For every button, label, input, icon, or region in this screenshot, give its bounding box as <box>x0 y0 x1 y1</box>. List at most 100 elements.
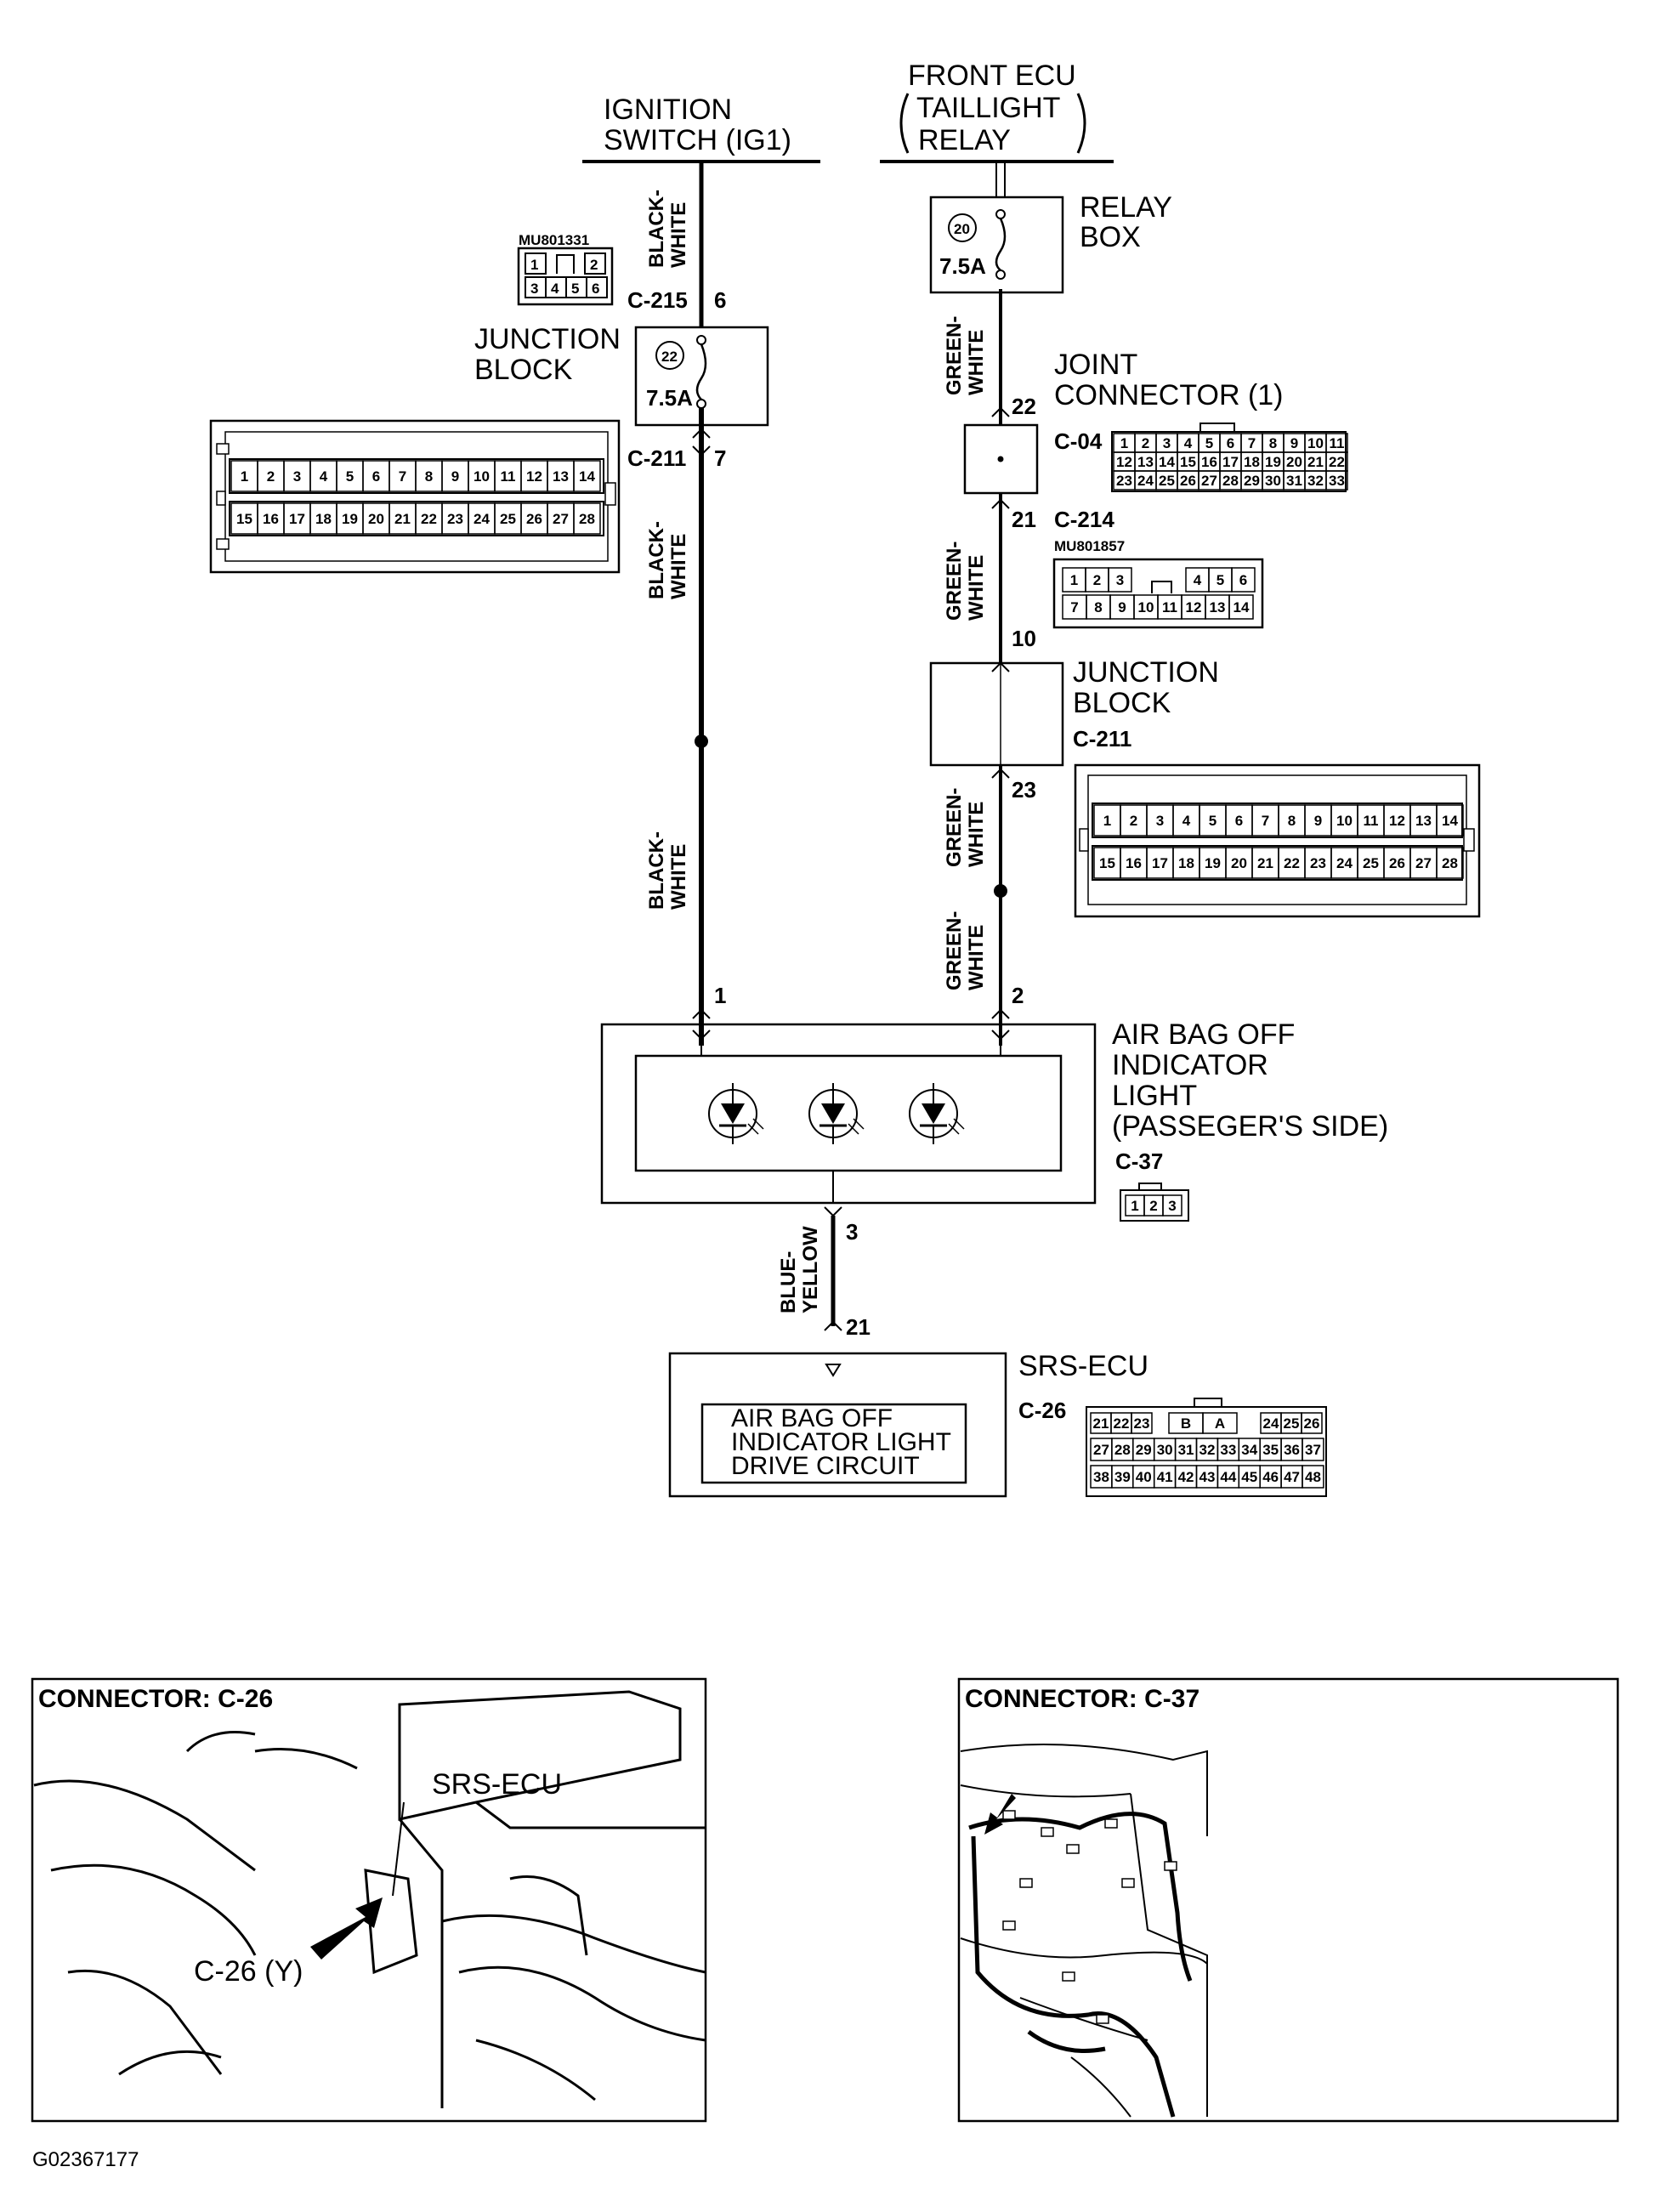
pin-21-srs: 21 <box>846 1314 871 1340</box>
c26-cell <box>1302 1438 1324 1461</box>
svg-text:GREEN-: GREEN- <box>943 911 966 990</box>
c211-left-pin-label: 9 <box>451 468 459 485</box>
airbag-indicator-outer <box>600 1023 1097 1205</box>
c211-left-pin-label: 15 <box>236 511 252 527</box>
c211-right-pin-label: 25 <box>1363 855 1379 871</box>
c04-pin-label: 20 <box>1286 454 1302 470</box>
junction-block-1 <box>634 326 769 427</box>
svg-text:GREEN-: GREEN- <box>943 542 966 621</box>
c214-pin-label: 9 <box>1118 599 1126 615</box>
junction-block-2-label-1: JUNCTION <box>1073 656 1219 689</box>
airbag-light-label-4: (PASSEGER'S SIDE) <box>1112 1110 1388 1143</box>
c214-pin-label: 10 <box>1138 599 1154 615</box>
c04-pin-label: 26 <box>1180 473 1196 489</box>
c26-pin-label: 32 <box>1199 1442 1215 1458</box>
c04-pin-label: 6 <box>1227 435 1234 451</box>
c211-left-pin-label: 8 <box>425 468 433 485</box>
c214-cell <box>1231 567 1256 593</box>
c211-left-pin-label: 19 <box>342 511 358 527</box>
c211-left-pin-label: 12 <box>526 468 542 485</box>
wire-label-blue-yellow: BLUE- YELLOW <box>777 1226 822 1313</box>
wire-label-black-white-2: BLACK- WHITE <box>645 521 690 599</box>
c211-right-pin-label: 27 <box>1415 855 1432 871</box>
c211-left-pin-label: 25 <box>500 511 516 527</box>
c26-pin-label: 23 <box>1134 1415 1150 1432</box>
joint-connector-label-1: JOINT <box>1054 349 1137 381</box>
c211-left-pin-label: 27 <box>553 511 569 527</box>
pin-3: 3 <box>846 1219 858 1245</box>
c214-pin-label: 1 <box>1070 572 1078 588</box>
wire-label-green-white-2: GREEN- WHITE <box>943 542 988 621</box>
c26-pin-label: B <box>1181 1415 1191 1432</box>
c04-pin-label: 16 <box>1201 454 1217 470</box>
c04-pin-label: 4 <box>1184 435 1193 451</box>
c211-right-pin-label: 2 <box>1130 813 1137 829</box>
c211-right-pin-label: 3 <box>1156 813 1164 829</box>
c211-right-pin-label: 17 <box>1152 855 1168 871</box>
photo-c26-header: CONNECTOR: C-26 <box>38 1685 273 1713</box>
pin-22: 22 <box>1012 394 1036 419</box>
figure-id: G02367177 <box>32 2148 139 2171</box>
c37-pin-label: 1 <box>1131 1198 1138 1214</box>
c26-pin-label: 26 <box>1304 1415 1320 1432</box>
c26-pin-label: 25 <box>1284 1415 1300 1432</box>
c26-pin-label: 31 <box>1178 1442 1194 1458</box>
c211-right-pin-label: 23 <box>1310 855 1326 871</box>
c04-pin-label: 25 <box>1159 473 1175 489</box>
fuse-20-rating: 7.5A <box>939 253 986 279</box>
c26-pin-label: 40 <box>1136 1469 1152 1485</box>
c211-right-pin-label: 20 <box>1231 855 1247 871</box>
c04-pin-label: 22 <box>1329 454 1345 470</box>
c214-pin-label: 13 <box>1210 599 1226 615</box>
wire-label-green-white-4: GREEN- WHITE <box>943 911 988 990</box>
wire-label-green-white-3: GREEN- WHITE <box>943 788 988 867</box>
c214-pin-label: 3 <box>1116 572 1124 588</box>
c26-pin-label: 47 <box>1284 1469 1300 1485</box>
c211-right-pin-label: 12 <box>1389 813 1405 829</box>
ignition-label-2: SWITCH (IG1) <box>604 124 791 156</box>
c26-cell <box>1131 1412 1153 1434</box>
c26-pin-label: 39 <box>1114 1469 1131 1485</box>
srs-inner-label-2: INDICATOR LIGHT <box>731 1428 951 1456</box>
c211-right-pin-label: 18 <box>1178 855 1194 871</box>
c211-right-pin-label: 21 <box>1257 855 1273 871</box>
c26-pin-label: 44 <box>1220 1469 1236 1485</box>
c214-pin-label: 12 <box>1186 599 1202 615</box>
c211-left-pin-label: 23 <box>447 511 463 527</box>
c211-left-pin-label: 18 <box>315 511 332 527</box>
c04-pin-label: 12 <box>1116 454 1132 470</box>
c214-pin-label: 4 <box>1194 572 1202 588</box>
c211-right-cell <box>1436 804 1464 837</box>
photo-panel-c37: CONNECTOR: C-37 <box>957 1677 1619 2123</box>
c214-label: C-214 <box>1054 507 1114 532</box>
svg-text:BLACK-: BLACK- <box>645 831 668 910</box>
c04-pin-label: 8 <box>1269 435 1277 451</box>
airbag-light-label-3: LIGHT <box>1112 1080 1197 1112</box>
svg-text:WHITE: WHITE <box>667 534 690 599</box>
c04-pin-label: 5 <box>1205 435 1213 451</box>
svg-text:1: 1 <box>530 257 538 273</box>
fuse-20-number: 20 <box>954 221 970 237</box>
c04-pin-label: 9 <box>1290 435 1298 451</box>
c211-right-pin-label: 24 <box>1336 855 1353 871</box>
svg-text:WHITE: WHITE <box>965 925 988 990</box>
c215-label: C-215 <box>627 287 688 313</box>
srs-ecu-title: SRS-ECU <box>1018 1350 1148 1382</box>
c211-right-pin-label: 28 <box>1442 855 1458 871</box>
c04-pin-label: 17 <box>1222 454 1239 470</box>
c37-pin-label: 2 <box>1149 1198 1157 1214</box>
c211-right-pin-label: 10 <box>1336 813 1353 829</box>
c211-right-pin-label: 26 <box>1389 855 1405 871</box>
c04-pin-label: 11 <box>1330 435 1345 451</box>
c04-pin-label: 27 <box>1201 473 1217 489</box>
svg-text:4: 4 <box>551 281 559 297</box>
srs-inner-label-1: AIR BAG OFF <box>731 1404 893 1432</box>
svg-text:WHITE: WHITE <box>965 802 988 867</box>
c26-pin-label: 30 <box>1157 1442 1173 1458</box>
c04-pin-label: 29 <box>1244 473 1260 489</box>
relay-box-label-1: RELAY <box>1080 191 1172 224</box>
c04-pin-label: 33 <box>1329 473 1345 489</box>
svg-text:3: 3 <box>530 281 538 297</box>
